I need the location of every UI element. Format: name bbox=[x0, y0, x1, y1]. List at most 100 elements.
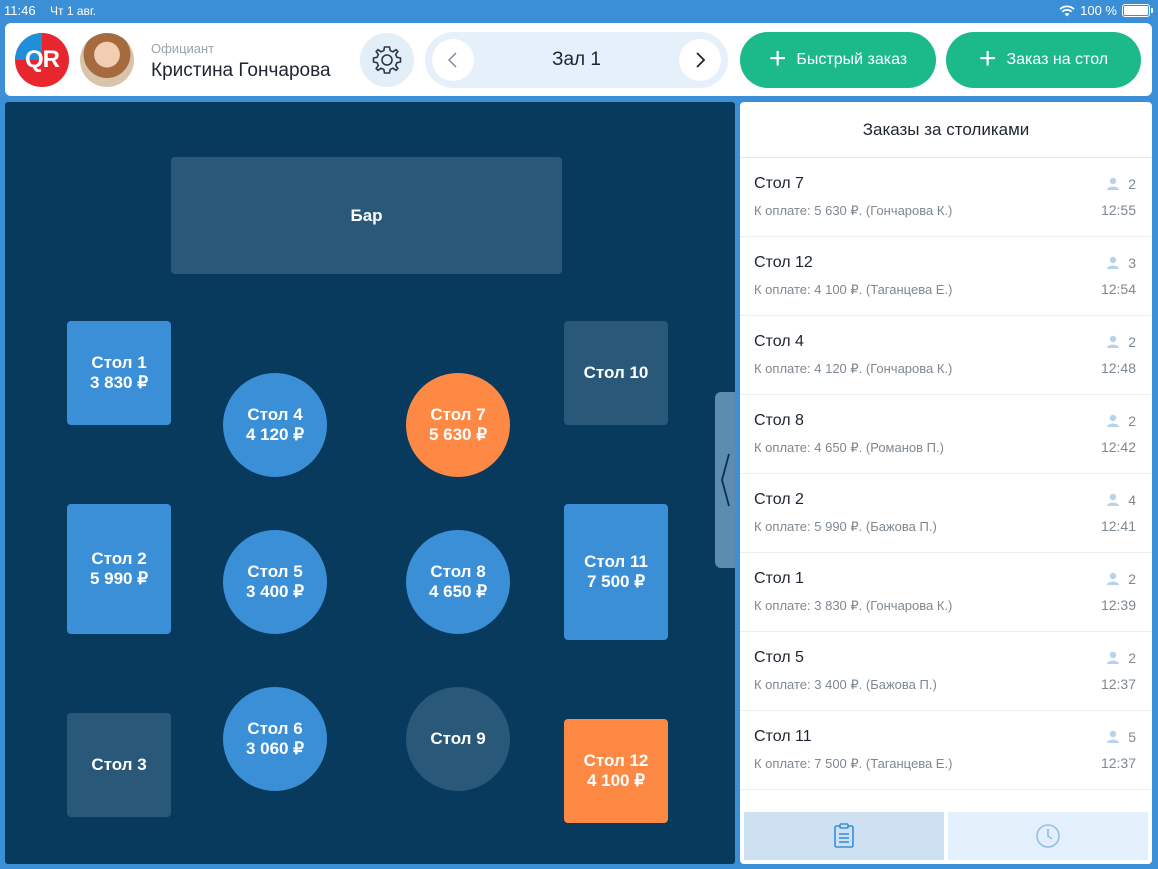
guest-count: 2 bbox=[1128, 334, 1136, 350]
guest-count: 2 bbox=[1128, 650, 1136, 666]
gear-icon bbox=[372, 46, 402, 74]
table-8[interactable]: Стол 8 4 650 ₽ bbox=[406, 530, 510, 634]
person-icon bbox=[1107, 256, 1120, 269]
order-guests: 2 bbox=[1106, 571, 1136, 587]
table-amount: 5 630 ₽ bbox=[428, 425, 488, 444]
list-item[interactable]: Стол 8 К оплате: 4 650 ₽. (Романов П.) 2… bbox=[740, 395, 1152, 474]
plus-icon: + bbox=[768, 41, 787, 75]
order-table: Стол 1 bbox=[754, 570, 804, 587]
table-order-button[interactable]: + Заказ на стол bbox=[946, 32, 1141, 88]
order-guests: 2 bbox=[1106, 413, 1136, 429]
table-name: Стол 9 bbox=[430, 729, 486, 748]
table-3[interactable]: Стол 3 bbox=[67, 713, 171, 817]
order-table: Стол 11 bbox=[754, 728, 812, 745]
table-10[interactable]: Стол 10 bbox=[564, 321, 668, 425]
order-details: К оплате: 5 630 ₽. (Гончарова К.) bbox=[754, 203, 953, 218]
person-icon bbox=[1107, 335, 1120, 348]
table-1[interactable]: Стол 1 3 830 ₽ bbox=[67, 321, 171, 425]
table-name: Стол 1 bbox=[91, 353, 147, 372]
next-hall-button[interactable] bbox=[679, 39, 721, 81]
settings-button[interactable] bbox=[360, 33, 414, 87]
order-time: 12:48 bbox=[1100, 360, 1136, 376]
table-amount: 3 830 ₽ bbox=[89, 373, 149, 392]
avatar[interactable] bbox=[80, 33, 134, 87]
status-bar: 11:46 Чт 1 авг. 100 % bbox=[0, 0, 1158, 22]
person-icon bbox=[1107, 572, 1120, 585]
order-guests: 4 bbox=[1106, 492, 1136, 508]
panel-title: Заказы за столиками bbox=[740, 102, 1152, 158]
table-amount: 3 400 ₽ bbox=[245, 582, 305, 601]
guest-count: 2 bbox=[1128, 413, 1136, 429]
list-item[interactable]: Стол 11 К оплате: 7 500 ₽. (Таганцева Е.… bbox=[740, 711, 1152, 790]
table-name: Стол 12 bbox=[583, 751, 649, 770]
order-table: Стол 8 bbox=[754, 412, 804, 429]
order-guests: 2 bbox=[1106, 176, 1136, 192]
person-icon bbox=[1107, 730, 1120, 743]
hall-name: Зал 1 bbox=[552, 49, 601, 70]
status-date: Чт 1 авг. bbox=[50, 4, 97, 18]
order-details: К оплате: 3 830 ₽. (Гончарова К.) bbox=[754, 598, 953, 613]
guest-count: 2 bbox=[1128, 176, 1136, 192]
table-amount: 4 120 ₽ bbox=[245, 425, 305, 444]
prev-hall-button[interactable] bbox=[432, 39, 474, 81]
person-icon bbox=[1107, 177, 1120, 190]
order-table: Стол 5 bbox=[754, 649, 804, 666]
list-item[interactable]: Стол 1 К оплате: 3 830 ₽. (Гончарова К.)… bbox=[740, 553, 1152, 632]
top-header: QR Официант Кристина Гончарова Зал 1 + Б… bbox=[5, 23, 1152, 96]
order-guests: 2 bbox=[1106, 334, 1136, 350]
table-2[interactable]: Стол 2 5 990 ₽ bbox=[67, 504, 171, 634]
table-5[interactable]: Стол 5 3 400 ₽ bbox=[223, 530, 327, 634]
order-table: Стол 2 bbox=[754, 491, 804, 508]
person-icon bbox=[1107, 493, 1120, 506]
order-details: К оплате: 3 400 ₽. (Бажова П.) bbox=[754, 677, 937, 692]
table-name: Стол 6 bbox=[247, 719, 303, 738]
order-table: Стол 7 bbox=[754, 175, 804, 192]
table-7[interactable]: Стол 7 5 630 ₽ bbox=[406, 373, 510, 477]
list-item[interactable]: Стол 2 К оплате: 5 990 ₽. (Бажова П.) 4 … bbox=[740, 474, 1152, 553]
table-amount: 4 650 ₽ bbox=[428, 582, 488, 601]
order-time: 12:39 bbox=[1100, 597, 1136, 613]
order-details: К оплате: 4 120 ₽. (Гончарова К.) bbox=[754, 361, 953, 376]
order-time: 12:42 bbox=[1100, 439, 1136, 455]
order-details: К оплате: 4 650 ₽. (Романов П.) bbox=[754, 440, 944, 455]
status-time: 11:46 bbox=[4, 3, 36, 18]
table-name: Стол 10 bbox=[583, 363, 649, 382]
panel-collapse-handle[interactable] bbox=[715, 392, 735, 568]
battery-label: 100 % bbox=[1080, 3, 1117, 18]
order-time: 12:37 bbox=[1100, 676, 1136, 692]
table-6[interactable]: Стол 6 3 060 ₽ bbox=[223, 687, 327, 791]
order-time: 12:41 bbox=[1100, 518, 1136, 534]
status-right: 100 % bbox=[1059, 3, 1153, 18]
order-table: Стол 12 bbox=[754, 254, 813, 271]
clock-icon bbox=[1036, 824, 1060, 848]
table-name: Стол 5 bbox=[247, 562, 303, 581]
floor-plan: Бар Стол 1 3 830 ₽ Стол 2 5 990 ₽ Стол 3… bbox=[5, 102, 735, 864]
table-name: Стол 3 bbox=[91, 755, 147, 774]
person-icon bbox=[1107, 651, 1120, 664]
table-11[interactable]: Стол 11 7 500 ₽ bbox=[564, 504, 668, 640]
orders-panel: Заказы за столиками Стол 7 К оплате: 5 6… bbox=[740, 102, 1152, 864]
tab-orders[interactable] bbox=[744, 812, 944, 860]
table-4[interactable]: Стол 4 4 120 ₽ bbox=[223, 373, 327, 477]
list-item[interactable]: Стол 4 К оплате: 4 120 ₽. (Гончарова К.)… bbox=[740, 316, 1152, 395]
order-details: К оплате: 4 100 ₽. (Таганцева Е.) bbox=[754, 282, 953, 297]
chevron-left-icon bbox=[721, 453, 730, 507]
list-item[interactable]: Стол 5 К оплате: 3 400 ₽. (Бажова П.) 2 … bbox=[740, 632, 1152, 711]
quick-order-label: Быстрый заказ bbox=[796, 51, 908, 68]
guest-count: 3 bbox=[1128, 255, 1136, 271]
list-item[interactable]: Стол 7 К оплате: 5 630 ₽. (Гончарова К.)… bbox=[740, 158, 1152, 237]
hall-switcher: Зал 1 bbox=[425, 32, 728, 88]
chevron-left-icon bbox=[447, 52, 457, 68]
list-item[interactable]: Стол 12 К оплате: 4 100 ₽. (Таганцева Е.… bbox=[740, 237, 1152, 316]
table-name: Стол 8 bbox=[430, 562, 486, 581]
order-list[interactable]: Стол 7 К оплате: 5 630 ₽. (Гончарова К.)… bbox=[740, 158, 1152, 813]
quick-order-button[interactable]: + Быстрый заказ bbox=[740, 32, 936, 88]
order-time: 12:37 bbox=[1100, 755, 1136, 771]
tab-history[interactable] bbox=[948, 812, 1148, 860]
order-time: 12:55 bbox=[1100, 202, 1136, 218]
bar-label: Бар bbox=[350, 205, 383, 225]
table-9[interactable]: Стол 9 bbox=[406, 687, 510, 791]
table-12[interactable]: Стол 12 4 100 ₽ bbox=[564, 719, 668, 823]
order-time: 12:54 bbox=[1100, 281, 1136, 297]
clipboard-icon bbox=[834, 823, 854, 848]
